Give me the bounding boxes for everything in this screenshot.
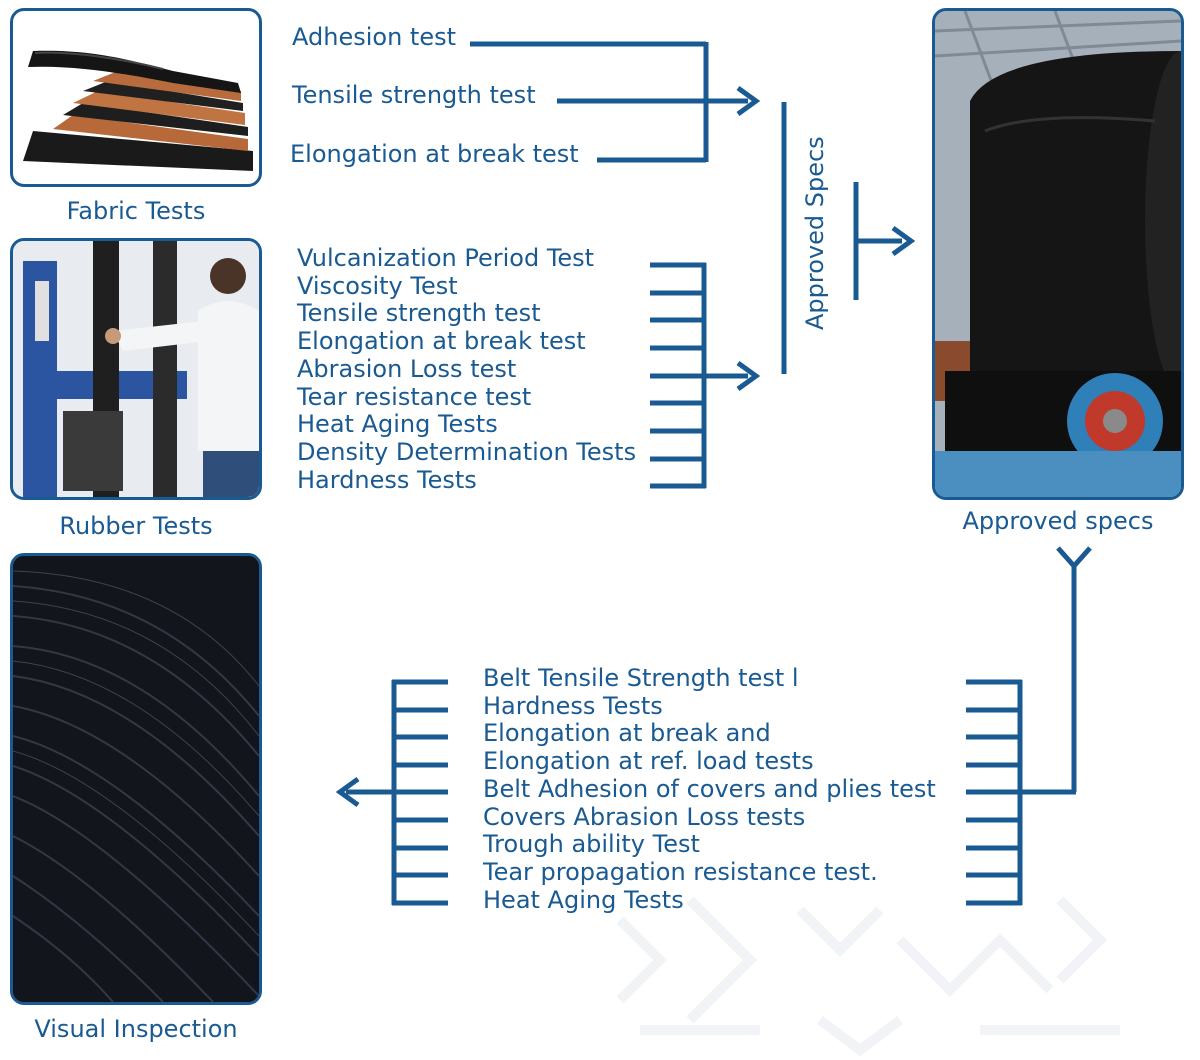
rubber-tests-list: Vulcanization Period Test Viscosity Test… [297,244,637,494]
list-item: Tear propagation resistance test. [483,857,878,886]
arrow-right-icon [736,360,761,392]
list-item: Hardness Tests [483,691,663,720]
rubber-comb-teeth [650,262,748,489]
rubber-testing-image [10,238,262,500]
list-item: Hardness Tests [297,465,477,494]
fabric-test-tensile: Tensile strength test [292,81,536,109]
rubber-tests-caption: Rubber Tests [59,512,213,540]
list-item: Trough ability Test [483,830,700,859]
approved-specs-caption: Approved specs [962,507,1154,535]
list-item: Belt Adhesion of covers and plies test [483,774,936,803]
list-item: Heat Aging Tests [297,410,498,439]
list-item: Tear resistance test [297,382,532,411]
list-item: Vulcanization Period Test [297,244,595,272]
list-item: Viscosity Test [297,271,458,300]
list-item: Elongation at break test [297,327,586,356]
list-item: Belt Tensile Strength test l [483,664,799,692]
belt-roll-illustration [935,11,1181,497]
chevron-down-icon [1056,546,1092,570]
lab-technician-illustration [13,241,259,497]
visual-inspection-caption: Visual Inspection [34,1015,238,1043]
background-pattern [616,896,1120,1057]
list-item: Elongation at ref. load tests [483,747,814,776]
arrow-left-icon [335,776,360,808]
belt-closeup-illustration [13,556,259,1002]
list-item: Abrasion Loss test [297,354,517,383]
fabric-belt-image [10,8,262,187]
list-item: Density Determination Tests [297,437,637,466]
fabric-tests-caption: Fabric Tests [66,197,206,225]
approved-belt-roll-image [932,8,1184,500]
list-item: Heat Aging Tests [483,885,684,914]
belt-tests-list: Belt Tensile Strength test l Hardness Te… [483,664,936,914]
arrow-right-icon [891,225,916,257]
visual-inspection-image [10,553,262,1005]
list-item: Covers Abrasion Loss tests [483,802,806,831]
list-item: Elongation at break and [483,719,771,748]
fabric-plies-illustration [23,50,253,171]
belt-right-comb-teeth [966,679,1022,906]
arrow-right-icon [736,85,761,117]
belt-left-comb-teeth [346,679,448,906]
fabric-test-adhesion: Adhesion test [292,23,456,51]
fabric-test-elongation: Elongation at break test [290,140,579,168]
list-item: Tensile strength test [297,299,541,328]
